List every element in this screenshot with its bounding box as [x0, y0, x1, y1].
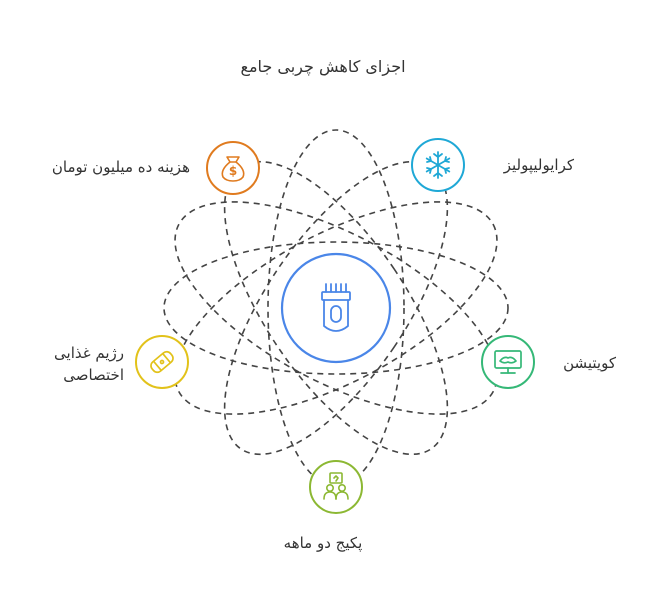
orbit-tilted-b [223, 160, 449, 456]
node-label-snowflake: کرایولیپولیز [503, 156, 574, 174]
orbit-horizontal [163, 241, 509, 375]
orbit-diagonal-b [174, 201, 498, 415]
razor-icon [321, 283, 351, 332]
food-wrap-icon [150, 350, 174, 374]
diagram-title: اجزای کاهش چربی جامع [240, 57, 406, 76]
node-label-food: رژیم غذایی اختصاصی [18, 342, 124, 386]
snowflake-icon [425, 151, 451, 179]
dollar-glyph: $ [229, 164, 237, 178]
money-bag-icon [221, 156, 245, 182]
node-label-money: هزینه ده میلیون تومان [51, 158, 190, 176]
orbit-tilted-a [223, 160, 449, 456]
node-package [309, 460, 363, 514]
node-money: $ [206, 141, 260, 195]
node-label-food-line2: اختصاصی [63, 366, 124, 384]
node-snowflake [411, 138, 465, 192]
node-label-monitor: کویتیشن [563, 354, 616, 372]
orbit-diagonal-a [174, 201, 498, 415]
monitor-icon [494, 350, 522, 374]
node-food [135, 335, 189, 389]
node-label-food-line1: رژیم غذایی [54, 344, 124, 362]
center-node [280, 252, 392, 364]
node-label-package: پکیج دو ماهه [283, 534, 363, 552]
node-monitor [481, 335, 535, 389]
group-package-icon [323, 472, 349, 500]
